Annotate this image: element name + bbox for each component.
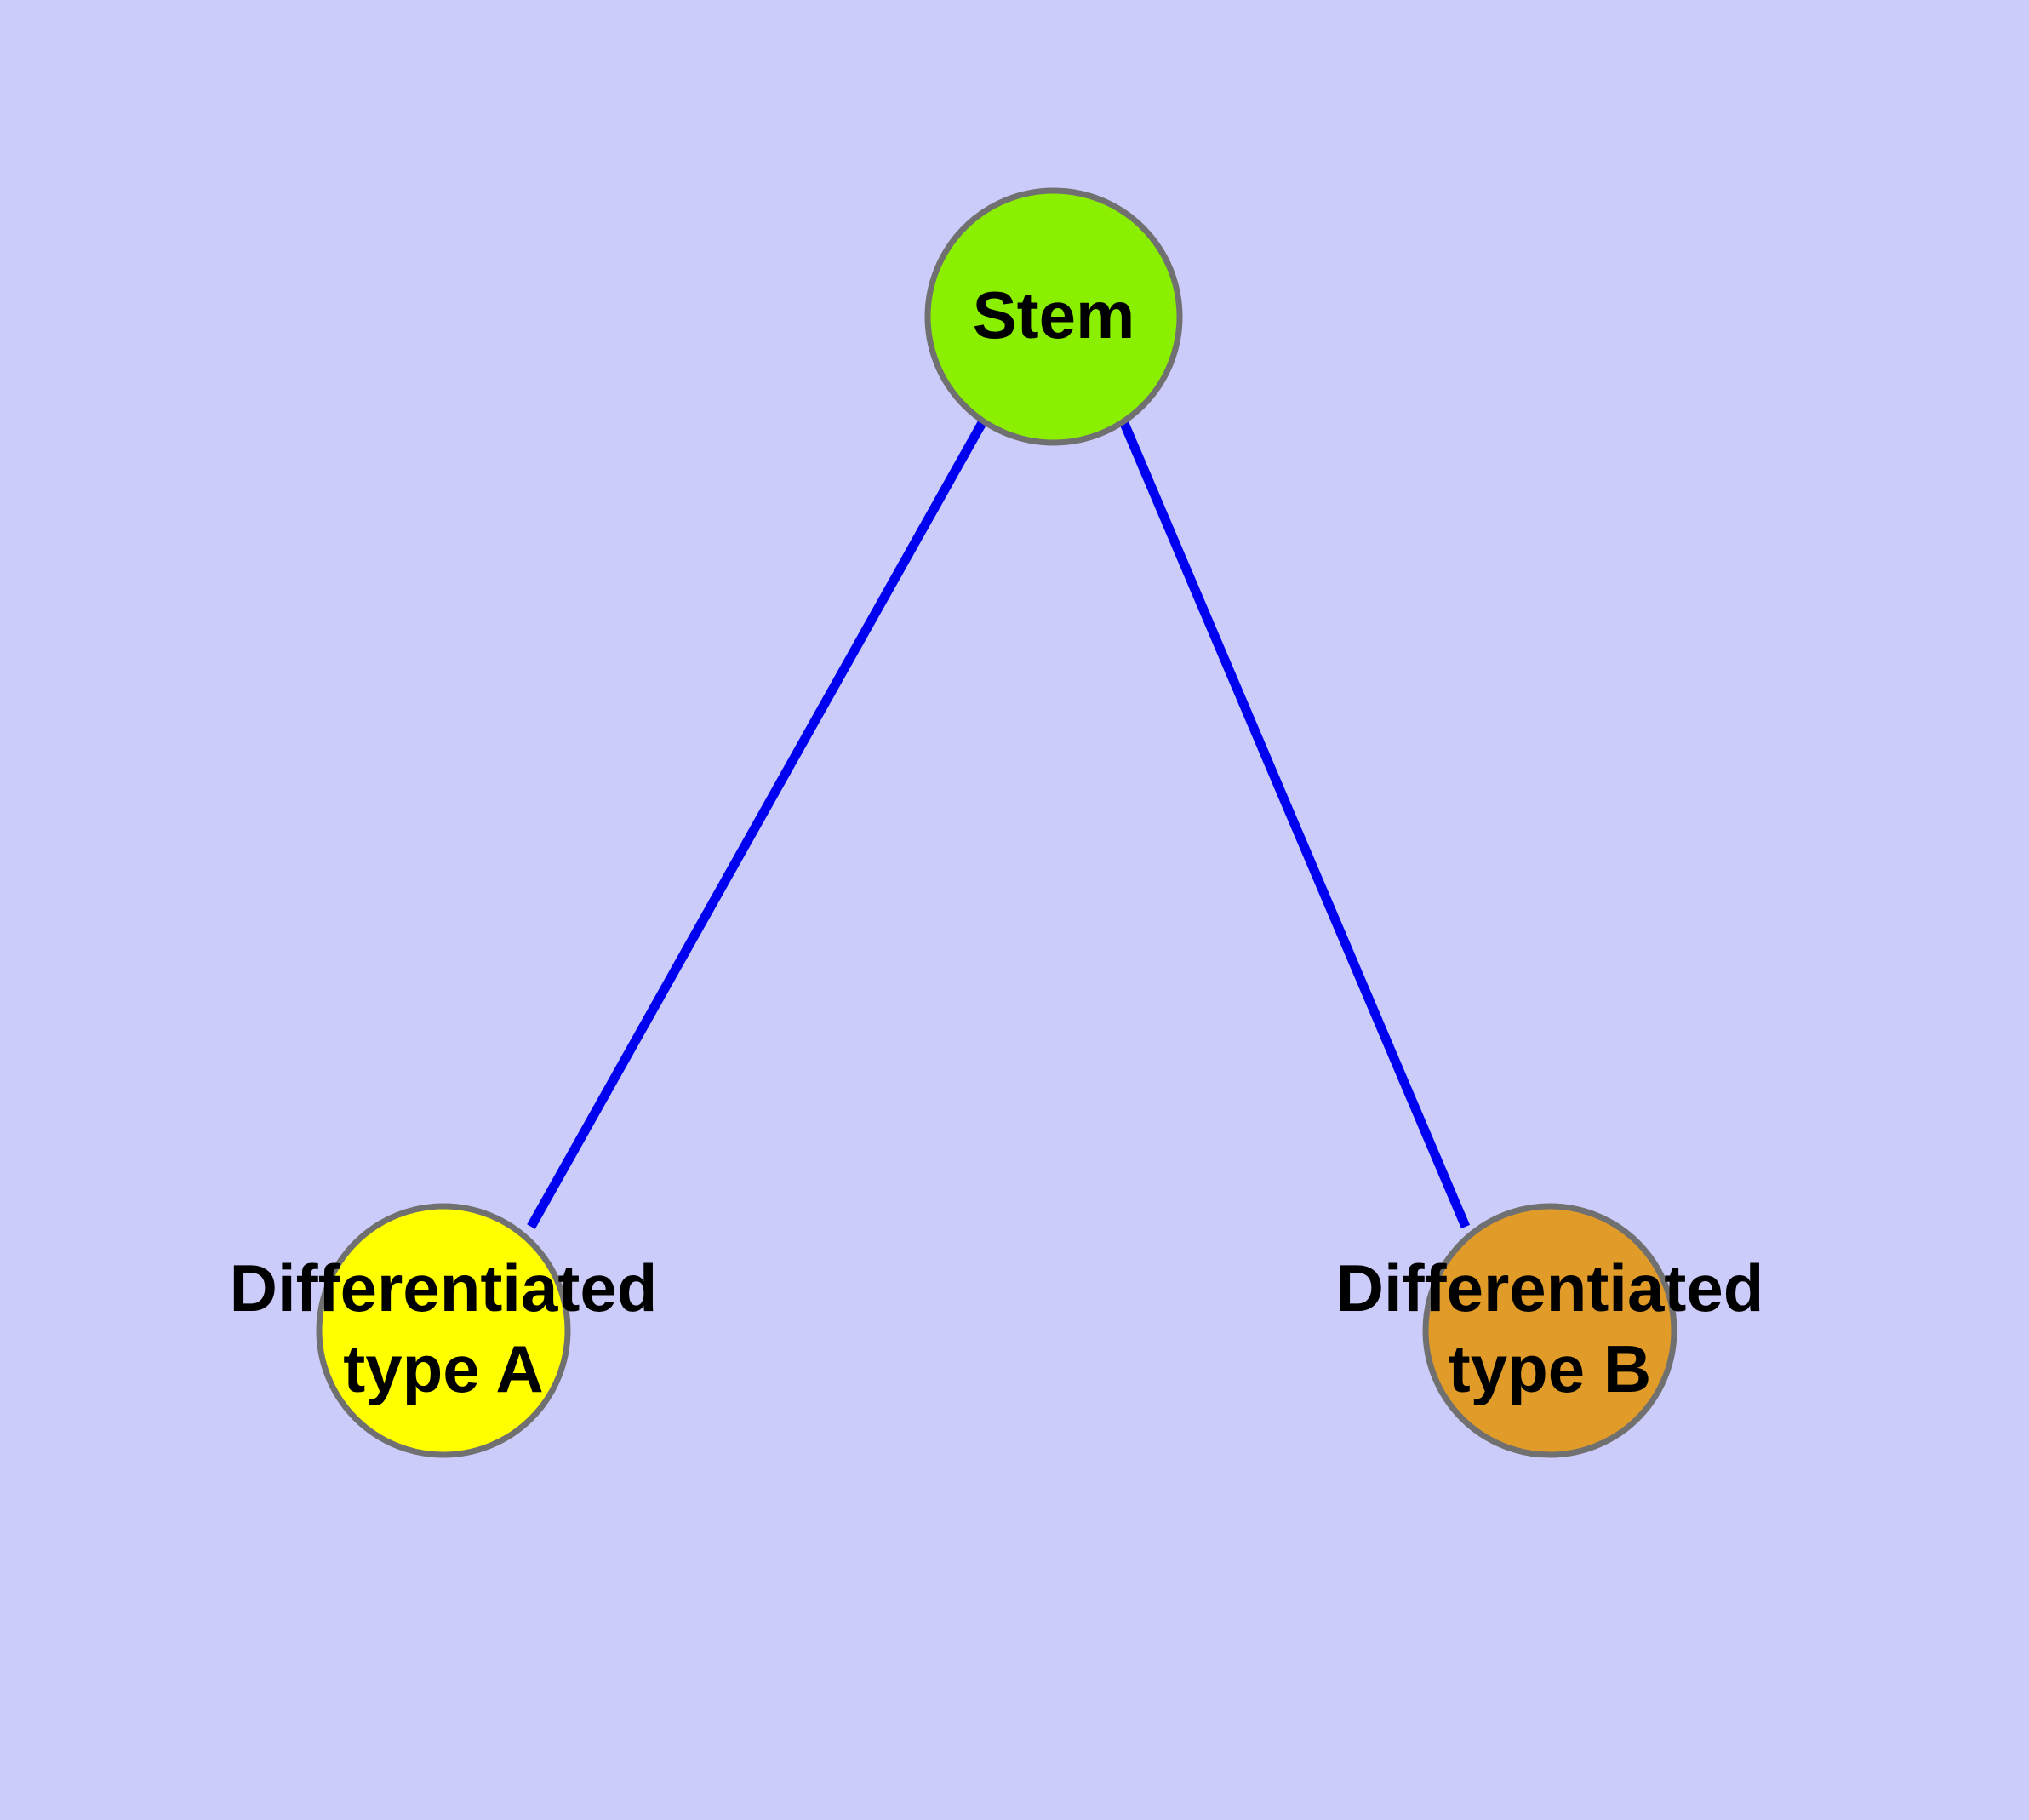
node-layer (316, 187, 1677, 1458)
node-diff-b[interactable] (1422, 1203, 1677, 1458)
edge-stem-to-diff-a[interactable] (527, 419, 987, 1229)
node-diff-a[interactable] (316, 1203, 571, 1458)
edge-stem-to-diff-b[interactable] (1118, 419, 1471, 1229)
edge-layer (527, 419, 1471, 1229)
node-stem[interactable] (924, 187, 1183, 446)
